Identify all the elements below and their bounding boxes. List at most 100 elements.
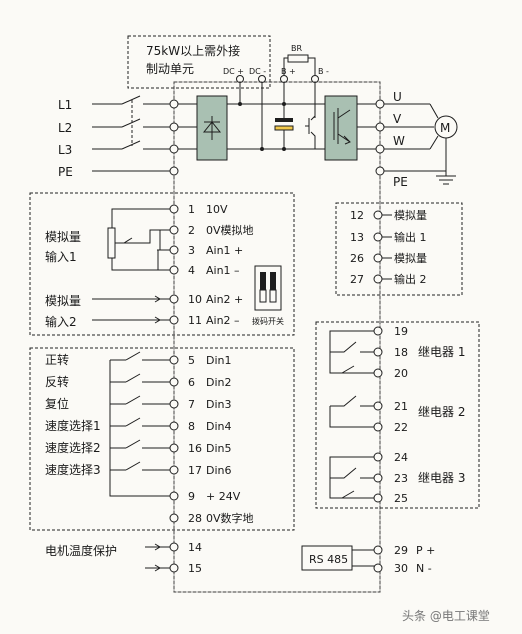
dc-plus-label: DC + <box>223 67 244 76</box>
term-7-name: Din3 <box>206 398 232 411</box>
term-12-name: 模拟量 <box>394 208 427 222</box>
term-29-num: 29 <box>394 544 408 557</box>
term-29 <box>373 545 383 555</box>
mains-l1-label: L1 <box>58 98 72 112</box>
terminal-pe-out <box>375 166 385 176</box>
b-minus-terminal <box>311 75 319 83</box>
digital-input-box <box>29 347 295 531</box>
mains-l2-label: L2 <box>58 121 72 135</box>
term-17-num: 17 <box>188 464 202 477</box>
term-11-name: Ain2 – <box>206 314 240 327</box>
b-plus-label: B + <box>281 67 296 76</box>
relay-terminal-numbers: 19 18 20 21 22 24 23 25 <box>394 325 408 505</box>
svg-text:18: 18 <box>394 346 408 359</box>
igbt-icon <box>333 108 351 145</box>
term-30 <box>373 563 383 573</box>
term-2-name: 0V模拟地 <box>206 223 254 237</box>
terminal-w <box>375 144 385 154</box>
term-1-name: 10V <box>206 203 228 216</box>
svg-text:正转: 正转 <box>45 352 69 367</box>
digital-input-labels: 正转 反转 复位 速度选择1 速度选择2 速度选择3 <box>45 352 101 477</box>
term-14-num: 14 <box>188 541 202 554</box>
svg-text:22: 22 <box>394 421 408 434</box>
svg-text:速度选择3: 速度选择3 <box>45 462 101 477</box>
term-29-name: P + <box>416 544 435 557</box>
svg-text:23: 23 <box>394 472 408 485</box>
term-9-name: + 24V <box>206 490 241 503</box>
analog-input1-label: 模拟量 <box>45 230 81 244</box>
dip-switch-icon <box>254 265 282 311</box>
svg-text:速度选择1: 速度选择1 <box>45 418 101 433</box>
term-17-name: Din6 <box>206 464 232 477</box>
svg-text:21: 21 <box>394 400 408 413</box>
main-switch <box>121 95 141 150</box>
term-4-num: 4 <box>188 264 195 277</box>
inverter-block <box>324 95 358 161</box>
terminal-v <box>375 122 385 132</box>
braking-unit-box <box>127 35 271 89</box>
term-13-name: 输出 1 <box>394 230 427 244</box>
brake-chopper-icon <box>305 112 316 149</box>
b-minus-label: B - <box>318 67 329 76</box>
motor-w-label: W <box>393 134 405 148</box>
svg-text:20: 20 <box>394 367 408 380</box>
terminal-u <box>375 99 385 109</box>
term-30-name: N - <box>416 562 432 575</box>
dc-minus-label: DC - <box>249 67 266 76</box>
rs485-box <box>301 545 353 571</box>
rs485-label: RS 485 <box>309 553 348 566</box>
motor-pe-label: PE <box>393 175 408 189</box>
term-3-name: Ain1 + <box>206 244 243 257</box>
term-3-num: 3 <box>188 244 195 257</box>
term-2-num: 2 <box>188 224 195 237</box>
term-1-num: 1 <box>188 203 195 216</box>
svg-text:反转: 反转 <box>45 374 69 389</box>
term-12-num: 12 <box>350 209 364 222</box>
dip-switch-label: 拨码开关 <box>252 316 284 326</box>
watermark: 头条 @电工课堂 <box>402 609 490 623</box>
term-30-num: 30 <box>394 562 408 575</box>
analog-output-terminals <box>373 210 383 284</box>
term-6-num: 6 <box>188 376 195 389</box>
ground-icon <box>436 171 456 185</box>
analog-output-box <box>335 202 463 296</box>
relay-1-label: 继电器 1 <box>418 345 465 359</box>
term-15-num: 15 <box>188 562 202 575</box>
term-27-num: 27 <box>350 273 364 286</box>
brake-resistor <box>287 54 309 63</box>
term-10-name: Ain2 + <box>206 293 243 306</box>
terminal-l2 <box>169 122 179 132</box>
term-27-name: 输出 2 <box>394 272 427 286</box>
dc-plus-terminal <box>236 75 244 83</box>
svg-text:速度选择2: 速度选择2 <box>45 440 101 455</box>
term-8-num: 8 <box>188 420 195 433</box>
term-16-num: 16 <box>188 442 202 455</box>
relay-2-label: 继电器 2 <box>418 405 465 419</box>
term-8-name: Din4 <box>206 420 232 433</box>
term-4-name: Ain1 – <box>206 264 240 277</box>
potentiometer <box>107 227 116 259</box>
term-5-num: 5 <box>188 354 195 367</box>
terminal-l3 <box>169 144 179 154</box>
dc-capacitor-icon <box>275 118 293 122</box>
term-28-num: 28 <box>188 512 202 525</box>
term-11-num: 11 <box>188 314 202 327</box>
motor-v-label: V <box>393 112 402 126</box>
mains-pe-label: PE <box>58 165 73 179</box>
analog-input2-label2: 输入2 <box>45 314 77 329</box>
term-7-num: 7 <box>188 398 195 411</box>
analog-input-box <box>29 192 295 336</box>
terminal-l1 <box>169 99 179 109</box>
b-plus-terminal <box>280 75 288 83</box>
relay-contacts <box>329 330 378 499</box>
relay-3-label: 继电器 3 <box>418 471 465 485</box>
terminal-pe-in <box>169 166 179 176</box>
svg-text:25: 25 <box>394 492 408 505</box>
term-28-name: 0V数字地 <box>206 511 254 525</box>
term-10-num: 10 <box>188 293 202 306</box>
term-14 <box>169 542 179 552</box>
analog-input2-label: 模拟量 <box>45 294 81 308</box>
braking-unit-title-line1: 75kW以上需外接 <box>146 43 240 58</box>
term-15 <box>169 563 179 573</box>
